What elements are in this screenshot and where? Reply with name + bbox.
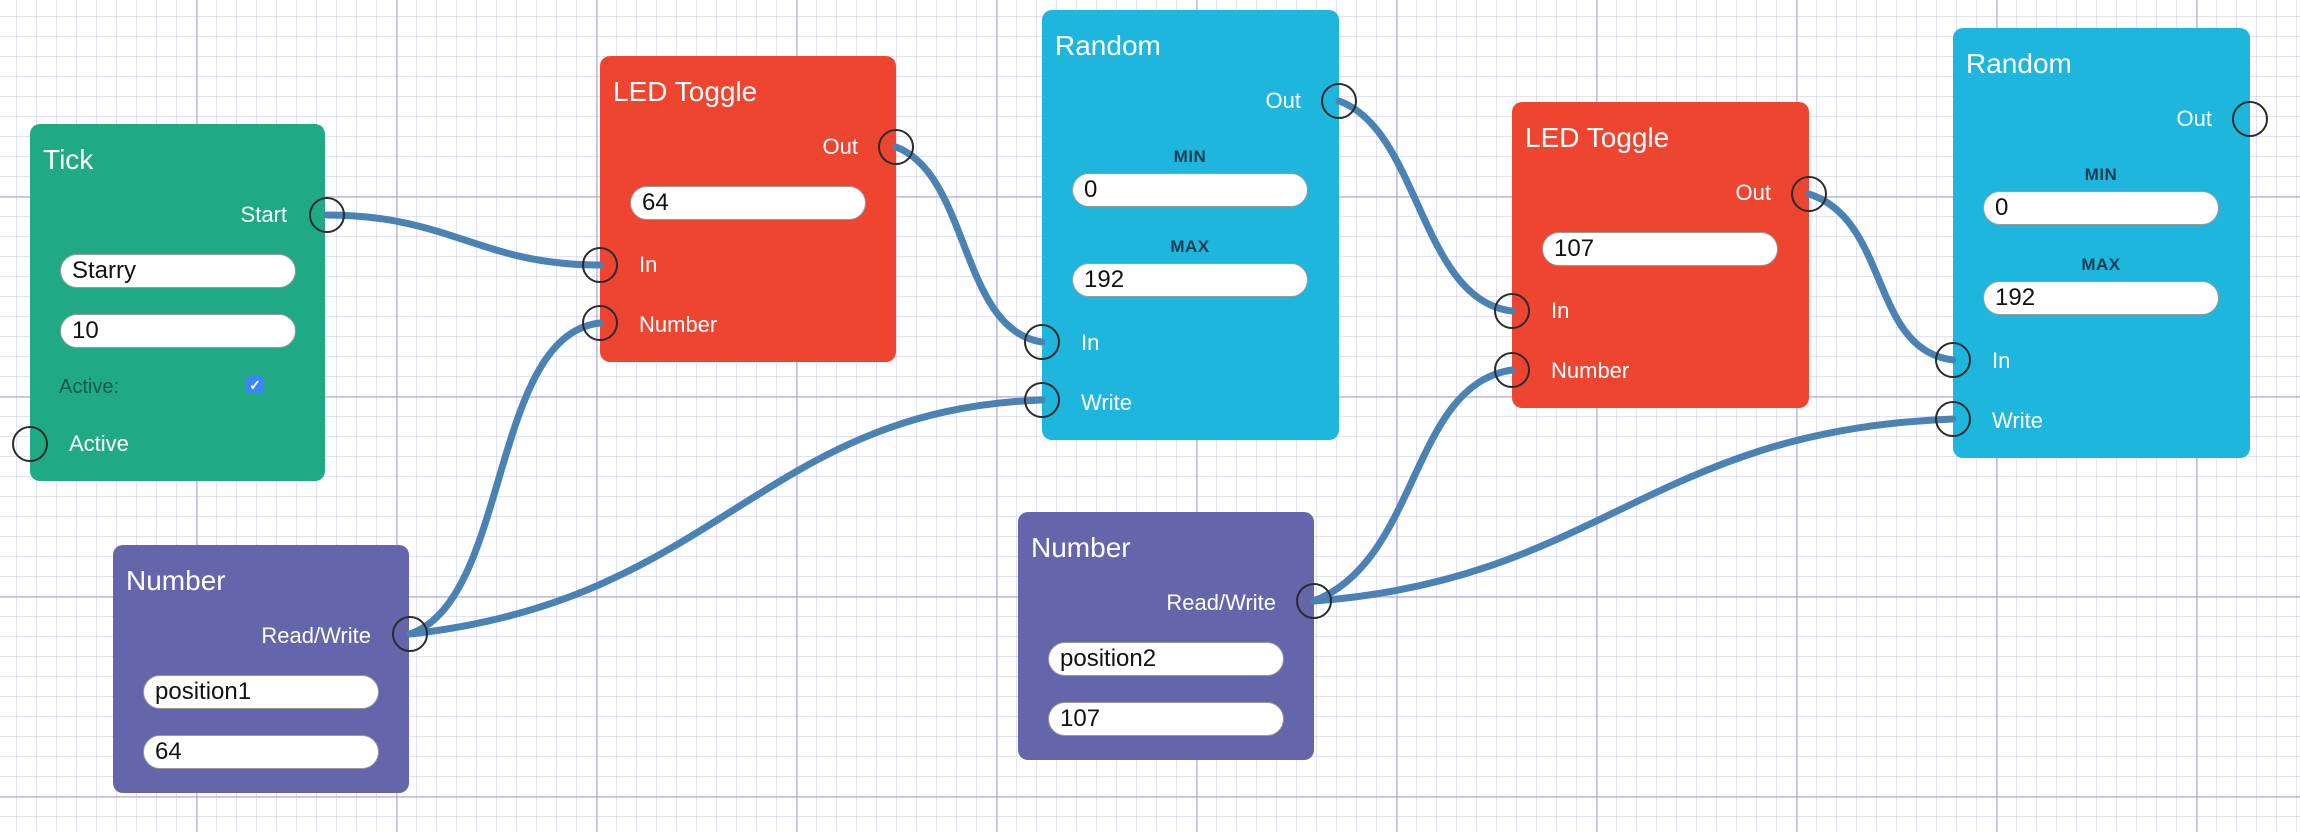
number-1-value-field[interactable]: 64 [143,735,379,769]
random-2-min-field[interactable]: 0 [1983,191,2219,225]
tick-start-port[interactable] [309,197,345,233]
led-toggle-2-out-port[interactable] [1791,176,1827,212]
tick-interval-field[interactable]: 10 [60,314,296,348]
random-1-out-port[interactable] [1321,83,1357,119]
tick-active-port[interactable] [12,426,48,462]
random-2-max-field[interactable]: 192 [1983,281,2219,315]
tick-node[interactable]: Tick Start Starry 10 Active: ✓ Active [30,124,325,481]
random-1-min-caption: MIN [1173,147,1207,166]
random-1-write-label: Write [1081,390,1132,415]
number-2-readwrite-port[interactable] [1296,583,1332,619]
led-toggle-1-number-port[interactable] [582,305,618,341]
random-2-in-label: In [1992,348,2011,373]
number-2-name-field[interactable]: position2 [1048,642,1284,676]
random-1-max-field[interactable]: 192 [1072,263,1308,297]
number-1-title: Number [126,565,226,596]
number-2-title: Number [1031,532,1131,563]
random-2-write-label: Write [1992,408,2043,433]
random-1-in-port[interactable] [1024,324,1060,360]
led-toggle-1-in-label: In [639,252,658,277]
number-node-1[interactable]: Number Read/Write position1 64 [113,545,409,793]
led-toggle-2-in-label: In [1551,298,1570,323]
checkmark-icon: ✓ [249,377,261,393]
tick-name-field[interactable]: Starry [60,254,296,288]
random-1-title: Random [1055,30,1161,61]
led-toggle-node-1[interactable]: LED Toggle Out 64 In Number [600,56,896,362]
tick-start-label: Start [240,202,287,227]
random-node-2[interactable]: Random Out MIN 0 MAX 192 In Write [1953,28,2250,458]
number-1-readwrite-label: Read/Write [261,623,371,648]
random-1-out-label: Out [1265,88,1301,113]
led-toggle-node-2[interactable]: LED Toggle Out 107 In Number [1512,102,1809,408]
random-2-in-port[interactable] [1935,342,1971,378]
random-2-min-caption: MIN [2084,165,2118,184]
led-toggle-1-out-port[interactable] [878,129,914,165]
wire-random1-out-to-led2-in[interactable] [1335,97,1516,315]
random-1-write-port[interactable] [1024,382,1060,418]
tick-node-title: Tick [43,144,94,175]
led-toggle-2-in-port[interactable] [1494,293,1530,329]
led-toggle-2-number-port[interactable] [1494,352,1530,388]
random-2-write-port[interactable] [1935,401,1971,437]
random-2-title: Random [1966,48,2072,79]
number-1-readwrite-port[interactable] [392,616,428,652]
number-2-value-field[interactable]: 107 [1048,702,1284,736]
led-toggle-1-in-port[interactable] [582,247,618,283]
tick-active-checkbox[interactable]: ✓ [246,376,264,394]
random-node-1[interactable]: Random Out MIN 0 MAX 192 In Write [1042,10,1339,440]
random-2-max-caption: MAX [2081,255,2121,274]
number-1-name-field[interactable]: position1 [143,675,379,709]
led-toggle-1-value-field[interactable]: 64 [630,186,866,220]
random-2-out-label: Out [2176,106,2212,131]
wire-number1-to-led1-number[interactable] [406,319,604,638]
wire-led2-out-to-random2-in[interactable] [1805,190,1957,364]
number-2-readwrite-label: Read/Write [1166,590,1276,615]
led-toggle-2-number-label: Number [1551,358,1630,383]
random-1-in-label: In [1081,330,1100,355]
led-toggle-1-title: LED Toggle [613,76,758,107]
led-toggle-2-title: LED Toggle [1525,122,1670,153]
led-toggle-1-out-label: Out [822,134,858,159]
random-1-min-field[interactable]: 0 [1072,173,1308,207]
wire-tick-start-to-led1-in[interactable] [323,211,604,269]
led-toggle-1-number-label: Number [639,312,718,337]
wire-number2-to-random2-write[interactable] [1310,415,1957,605]
wire-number1-to-random1-write[interactable] [406,396,1046,638]
led-toggle-2-value-field[interactable]: 107 [1542,232,1778,266]
wire-led1-out-to-random1-in[interactable] [892,143,1046,346]
number-node-2[interactable]: Number Read/Write position2 107 [1018,512,1314,760]
random-2-out-port[interactable] [2232,101,2268,137]
random-1-max-caption: MAX [1170,237,1210,256]
led-toggle-2-out-label: Out [1735,180,1771,205]
wire-number2-to-led2-number[interactable] [1310,366,1516,605]
tick-active-checkbox-label: Active: [59,376,120,398]
tick-active-port-label: Active [69,431,129,456]
